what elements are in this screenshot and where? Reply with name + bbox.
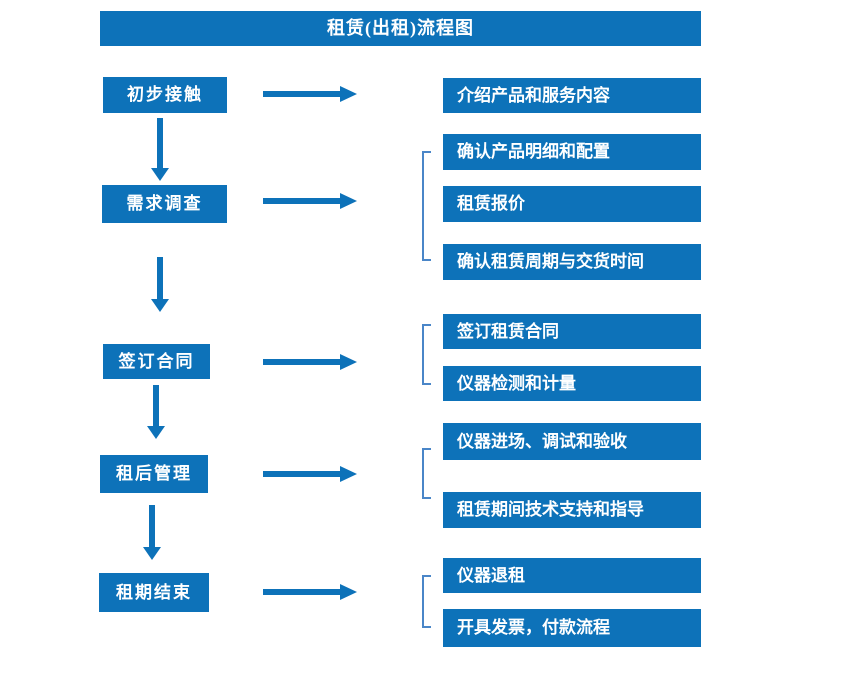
group-bracket-step2 [422, 151, 431, 261]
arrow-head-icon [147, 426, 165, 439]
output-box-confirm-rental-period: 确认租赁周期与交货时间 [443, 244, 701, 280]
diagram-title: 租赁(出租)流程图 [100, 11, 701, 46]
step-box-sign-contract: 签订合同 [103, 344, 210, 379]
output-box-technical-support: 租赁期间技术支持和指导 [443, 492, 701, 528]
arrow-head-icon [340, 466, 357, 482]
group-bracket-step5 [422, 575, 431, 628]
output-box-instrument-testing: 仪器检测和计量 [443, 366, 701, 401]
step-box-initial-contact: 初步接触 [103, 77, 227, 113]
arrow-head-icon [340, 584, 357, 600]
arrow-head-icon [151, 299, 169, 312]
arrow-shaft [263, 91, 341, 97]
arrow-shaft [149, 505, 155, 548]
flow-arrow-down-2 [151, 257, 169, 312]
output-box-sign-rental-contract: 签订租赁合同 [443, 314, 701, 349]
flow-arrow-right-1 [263, 86, 357, 102]
arrow-head-icon [151, 168, 169, 181]
step-box-post-rental-management: 租后管理 [100, 455, 208, 493]
flow-arrow-right-4 [263, 466, 357, 482]
arrow-shaft [153, 385, 159, 427]
arrow-shaft [157, 257, 163, 300]
group-bracket-step4 [422, 448, 431, 499]
output-box-rental-quotation: 租赁报价 [443, 186, 701, 222]
arrow-shaft [263, 198, 341, 204]
step-box-rental-end: 租期结束 [99, 573, 209, 612]
flow-arrow-right-3 [263, 354, 357, 370]
flow-arrow-right-5 [263, 584, 357, 600]
group-bracket-step3 [422, 324, 431, 385]
output-box-confirm-product-details: 确认产品明细和配置 [443, 134, 701, 170]
output-box-instrument-setup-acceptance: 仪器进场、调试和验收 [443, 423, 701, 460]
flow-arrow-right-2 [263, 193, 357, 209]
output-box-introduce-products: 介绍产品和服务内容 [443, 78, 701, 113]
arrow-head-icon [340, 354, 357, 370]
arrow-head-icon [340, 193, 357, 209]
arrow-head-icon [340, 86, 357, 102]
flow-arrow-down-3 [147, 385, 165, 439]
arrow-shaft [263, 589, 341, 595]
flow-arrow-down-1 [151, 118, 169, 181]
arrow-shaft [263, 359, 341, 365]
output-box-invoice-payment: 开具发票，付款流程 [443, 609, 701, 647]
output-box-instrument-return: 仪器退租 [443, 558, 701, 593]
step-box-demand-survey: 需求调查 [102, 185, 227, 223]
arrow-shaft [263, 471, 341, 477]
arrow-shaft [157, 118, 163, 169]
flow-arrow-down-4 [143, 505, 161, 560]
arrow-head-icon [143, 547, 161, 560]
